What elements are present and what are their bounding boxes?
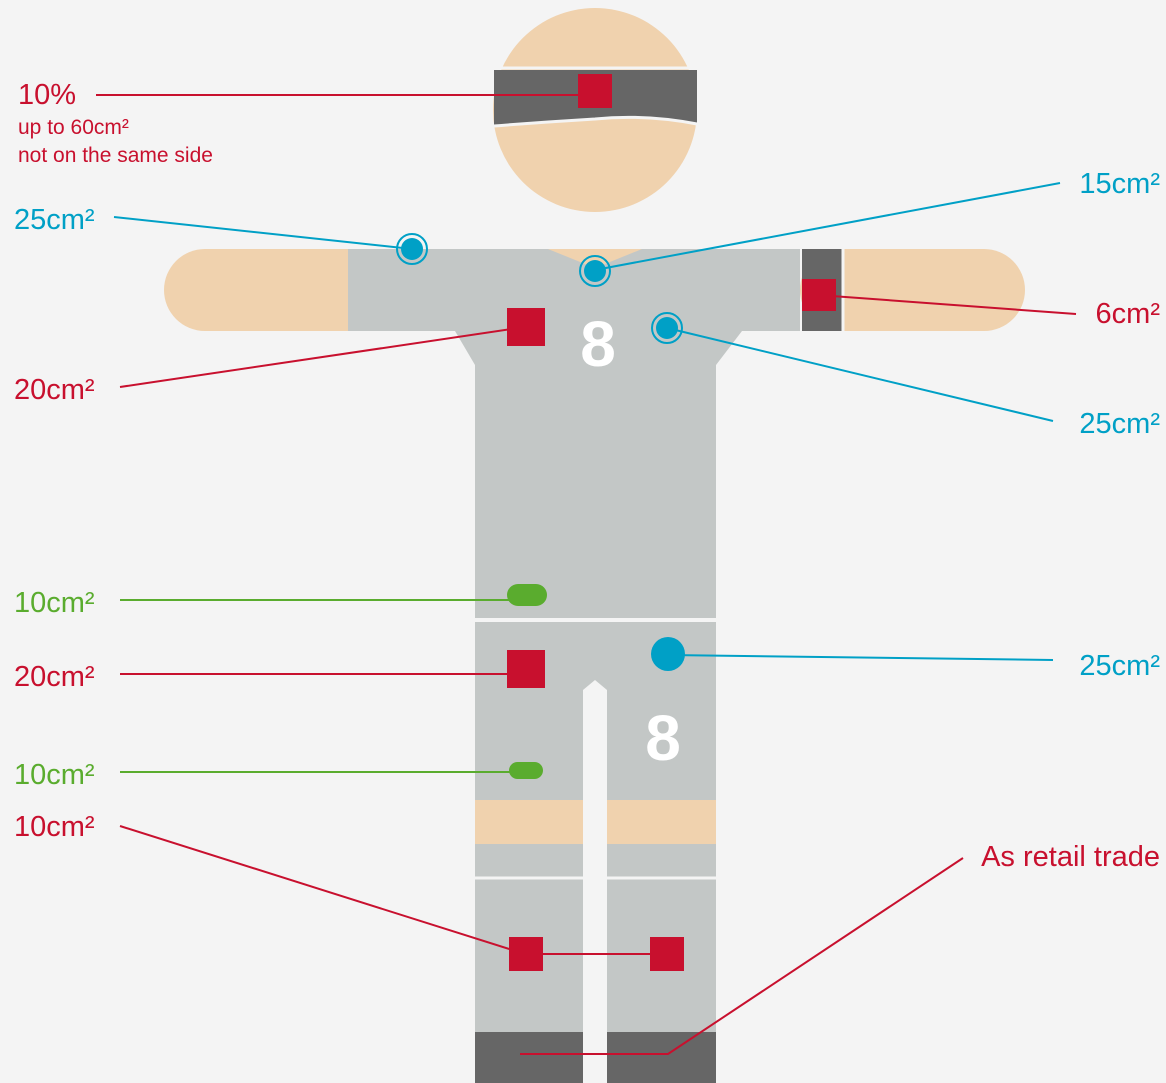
- shorts-small-marker: [509, 762, 543, 779]
- left-knee: [475, 800, 583, 844]
- shoulder-label: 25cm²: [14, 204, 95, 236]
- shorts-right-label: 25cm²: [1079, 650, 1160, 682]
- collar-marker: [584, 260, 606, 282]
- sock-left-marker: [509, 937, 543, 971]
- collar-label: 15cm²: [1079, 168, 1160, 200]
- right-shoe: [607, 1032, 716, 1083]
- shorts-number: 8: [645, 702, 681, 774]
- chest-right-marker: [656, 317, 678, 339]
- shoes-label: As retail trade: [981, 841, 1160, 873]
- headband-marker: [578, 74, 612, 108]
- shirt: [348, 249, 800, 618]
- shorts-right-marker: [651, 637, 685, 671]
- chest-left-label: 20cm²: [14, 374, 95, 406]
- shirt-number: 8: [580, 308, 616, 380]
- sock-right-marker: [650, 937, 684, 971]
- armband-label: 6cm²: [1096, 298, 1161, 330]
- shorts-left-marker: [507, 650, 545, 688]
- headband-note-label: not on the same side: [18, 144, 213, 167]
- chest-left-marker: [507, 308, 545, 346]
- headband-percent-label: 10%: [18, 79, 76, 111]
- left-shoe: [475, 1032, 583, 1083]
- shoulder-marker: [401, 238, 423, 260]
- player-figure: 8 8: [164, 8, 1025, 1083]
- shorts-small-label: 10cm²: [14, 759, 95, 791]
- waist-marker: [507, 584, 547, 606]
- armband-marker: [802, 279, 836, 311]
- chest-right-label: 25cm²: [1079, 408, 1160, 440]
- headband-limit-label: up to 60cm²: [18, 116, 129, 139]
- right-knee: [607, 800, 716, 844]
- shorts-left-label: 20cm²: [14, 661, 95, 693]
- waist-label: 10cm²: [14, 587, 95, 619]
- socks-label: 10cm²: [14, 811, 95, 843]
